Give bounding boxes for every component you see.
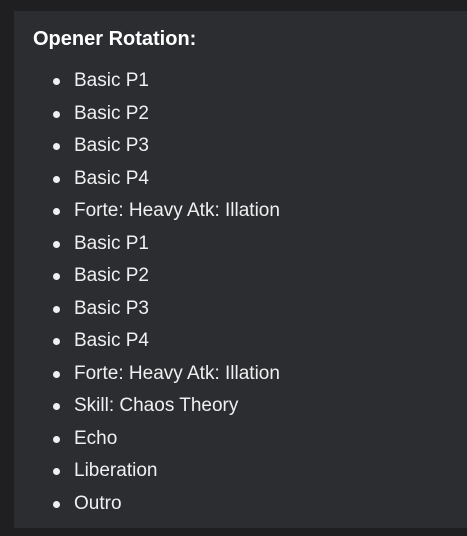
list-item: Basic P3 xyxy=(14,130,280,163)
list-item-label: Basic P1 xyxy=(74,232,149,254)
list-item: Basic P1 xyxy=(14,228,280,261)
list-item-label: Forte: Heavy Atk: Illation xyxy=(74,362,280,384)
list-item-label: Basic P4 xyxy=(74,167,149,189)
list-item-label: Basic P3 xyxy=(74,135,149,156)
bullet-icon xyxy=(53,78,60,85)
bullet-icon xyxy=(53,240,60,248)
list-item-label: Outro xyxy=(74,492,122,514)
bullet-icon xyxy=(53,175,60,183)
bullet-icon xyxy=(53,468,60,475)
list-item: Liberation xyxy=(14,455,280,488)
bullet-icon xyxy=(53,338,60,345)
list-item: Basic P2 xyxy=(14,260,280,293)
bullet-icon xyxy=(53,110,60,118)
list-item-label: Basic P1 xyxy=(74,70,149,91)
list-item: Basic P4 xyxy=(14,163,280,196)
bullet-icon xyxy=(53,500,60,508)
rotation-list: Basic P1 Basic P2 Basic P3 Basic P4 Forte: H… xyxy=(14,65,280,520)
section-heading: Opener Rotation: xyxy=(33,28,197,50)
list-item-label: Forte: Heavy Atk: Illation xyxy=(74,200,280,221)
list-item: Forte: Heavy Atk: Illation xyxy=(14,195,280,228)
list-item: Basic P4 xyxy=(14,325,280,358)
list-item-label: Basic P2 xyxy=(74,265,149,286)
bullet-icon xyxy=(53,435,60,443)
list-item-label: Basic P4 xyxy=(74,330,149,351)
list-item-label: Skill: Chaos Theory xyxy=(74,395,239,416)
bullet-icon xyxy=(53,273,60,280)
list-item: Basic P1 xyxy=(14,65,280,98)
list-item-label: Basic P3 xyxy=(74,297,149,319)
list-item: Skill: Chaos Theory xyxy=(14,390,280,423)
bullet-icon xyxy=(53,143,60,150)
bullet-icon xyxy=(53,403,60,410)
bullet-icon xyxy=(53,208,60,215)
list-item: Outro xyxy=(14,488,280,521)
bullet-icon xyxy=(53,370,60,378)
list-item: Echo xyxy=(14,423,280,456)
list-item: Basic P2 xyxy=(14,98,280,131)
list-item-label: Echo xyxy=(74,427,118,449)
list-item-label: Basic P2 xyxy=(74,102,149,124)
list-item: Forte: Heavy Atk: Illation xyxy=(14,358,280,391)
list-item: Basic P3 xyxy=(14,293,280,326)
bullet-icon xyxy=(53,305,60,313)
list-item-label: Liberation xyxy=(74,460,158,481)
